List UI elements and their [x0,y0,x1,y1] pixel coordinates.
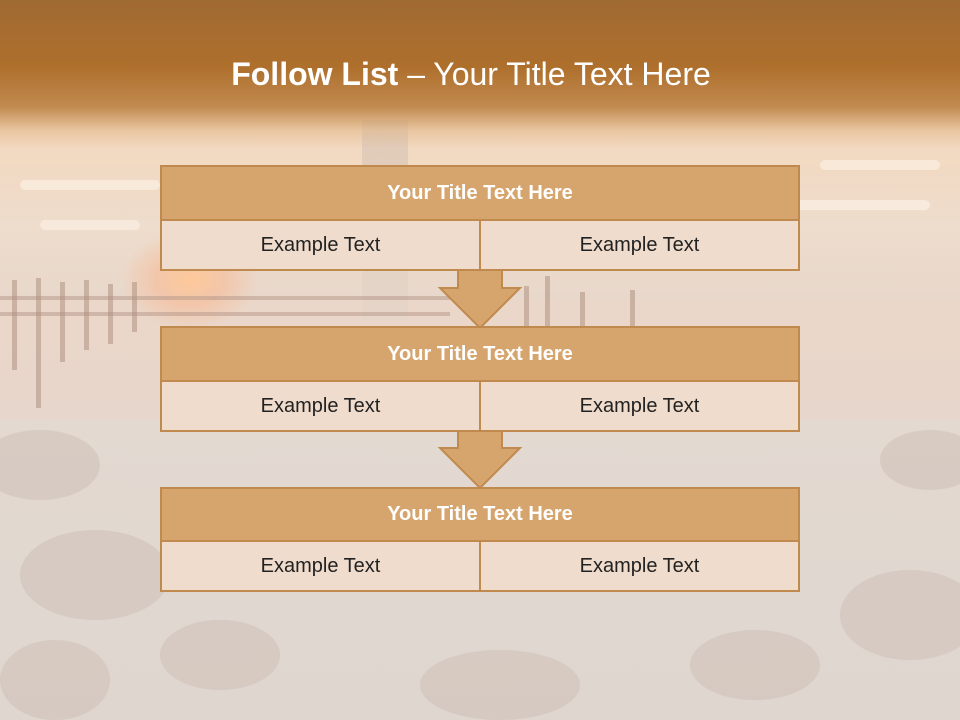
pier-beam [0,296,450,300]
block-cell-left[interactable]: Example Text [160,382,481,432]
list-block-2[interactable]: Your Title Text Here Example Text Exampl… [160,326,800,432]
rock [880,430,960,490]
cloud [760,200,930,210]
block-row: Example Text Example Text [160,542,800,592]
block-title[interactable]: Your Title Text Here [160,326,800,382]
list-block-3[interactable]: Your Title Text Here Example Text Exampl… [160,487,800,592]
pier-post [60,282,65,362]
pier-post [524,286,529,326]
pier-beam [0,312,450,316]
cloud [820,160,940,170]
pier-post [36,278,41,408]
rock [840,570,960,660]
rock [690,630,820,700]
pier-post [132,282,137,332]
pier-post [580,292,585,326]
block-row: Example Text Example Text [160,221,800,271]
cloud [40,220,140,230]
rock [20,530,170,620]
rock [0,640,110,720]
cloud [20,180,160,190]
rock [420,650,580,720]
block-row: Example Text Example Text [160,382,800,432]
slide-title-rest: – Your Title Text Here [398,56,711,92]
down-arrow-icon [437,268,523,330]
block-cell-right[interactable]: Example Text [481,542,800,592]
pier-post [84,280,89,350]
pier-post [545,276,550,326]
list-block-1[interactable]: Your Title Text Here Example Text Exampl… [160,165,800,271]
block-title[interactable]: Your Title Text Here [160,165,800,221]
block-title[interactable]: Your Title Text Here [160,487,800,542]
block-cell-left[interactable]: Example Text [160,542,481,592]
title-band [0,0,960,148]
rock [160,620,280,690]
slide-title-bold: Follow List [231,56,399,92]
rock [0,430,100,500]
block-cell-right[interactable]: Example Text [481,382,800,432]
down-arrow-icon [437,428,523,490]
block-cell-right[interactable]: Example Text [481,221,800,271]
block-cell-left[interactable]: Example Text [160,221,481,271]
pier-post [108,284,113,344]
pier-post [12,280,17,370]
pier-post [630,290,635,326]
slide-title[interactable]: Follow List – Your Title Text Here [0,56,942,93]
